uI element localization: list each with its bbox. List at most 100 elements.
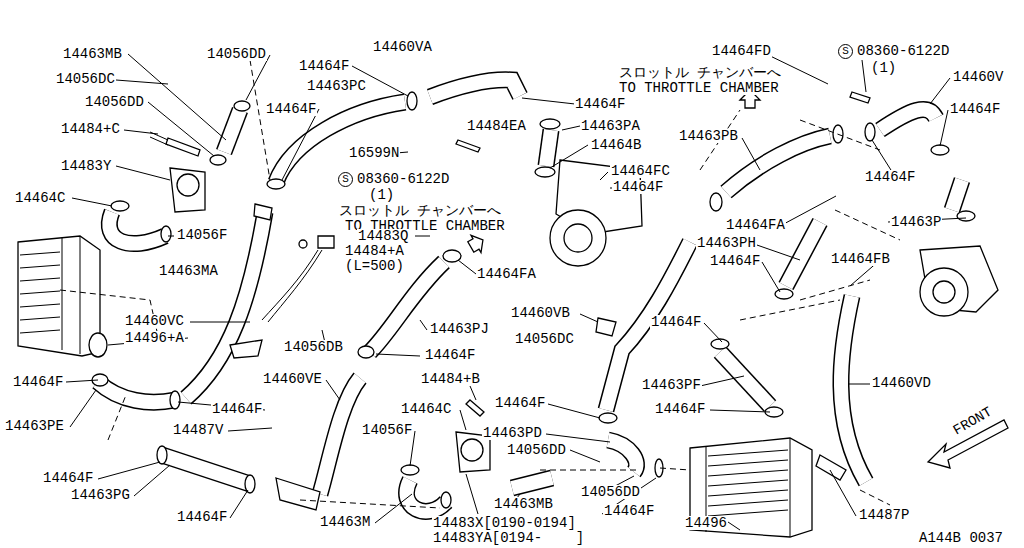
- callout-number: 14056F: [361, 423, 413, 437]
- leader-line: [460, 410, 466, 430]
- callout-number: 14483X[0190-0194]: [432, 516, 577, 530]
- leader-line: [546, 434, 610, 442]
- hose-clamp: [865, 123, 875, 141]
- callout-number: 14464F: [650, 315, 702, 329]
- callout-number: 14056DD: [206, 47, 267, 61]
- hose-body: [370, 262, 444, 352]
- callout-number: 14460VC: [124, 314, 185, 328]
- leader-line: [458, 260, 476, 274]
- hose-clamp: [599, 413, 617, 423]
- callout-number: 14463MA: [158, 264, 219, 278]
- leader-line: [228, 428, 272, 431]
- dashed-guide: [300, 500, 440, 508]
- callout-number: 14464FC: [610, 164, 671, 178]
- throttle-arrow: [466, 231, 488, 255]
- callout-number: 14464F: [864, 170, 916, 184]
- hose-clamp: [775, 289, 793, 299]
- dashed-guide: [800, 120, 880, 150]
- callout-number: 14464FA: [725, 218, 786, 232]
- leader-line: [376, 354, 420, 356]
- leader-line: [930, 78, 950, 104]
- callout-number: 14463PA: [580, 119, 641, 133]
- callout-number: 14464C: [400, 402, 452, 416]
- bracket: [230, 204, 846, 510]
- bypass-valve: [170, 168, 205, 212]
- hose-clamp: [234, 101, 250, 111]
- callout-number: 14464FA: [476, 267, 537, 281]
- hose-outline: [98, 80, 962, 512]
- bracket: [276, 478, 320, 510]
- dashed-guide: [60, 60, 900, 508]
- callout-number: 14460VE: [262, 372, 323, 386]
- hose-outline: [841, 296, 866, 482]
- callout-number: 14464FD: [711, 44, 772, 58]
- bypass-valve: [461, 439, 483, 461]
- intercooler: [20, 252, 60, 333]
- callout-number: 14484+C: [60, 122, 121, 136]
- leader-line: [522, 98, 575, 104]
- hose-clamp: [92, 92, 975, 508]
- hose-body: [109, 212, 165, 244]
- standard-part-mark: S: [338, 172, 353, 187]
- hose-outline: [786, 222, 820, 286]
- dashed-guide: [860, 490, 890, 505]
- hose-outline: [109, 212, 165, 244]
- callout-number: 14484+B: [420, 372, 481, 386]
- hose-clamp: [407, 92, 417, 110]
- dashed-guide: [660, 468, 690, 470]
- callout-number: 14483Y: [60, 159, 112, 173]
- turbocharger: [550, 210, 606, 266]
- hose-body: [320, 378, 360, 494]
- callout-number: 14464F: [12, 375, 64, 389]
- callout-number: 14463MB: [493, 497, 554, 511]
- leader-line: [375, 494, 412, 523]
- hose-outline: [98, 382, 175, 402]
- callout-number: 14496: [684, 516, 728, 530]
- leader-line: [98, 462, 160, 479]
- leader-line: [246, 55, 270, 100]
- callout-number: 14464F: [211, 402, 263, 416]
- hose-outline: [546, 130, 551, 166]
- leader-line: [700, 376, 744, 386]
- leader-line: [190, 322, 250, 323]
- hose-clamp: [710, 193, 722, 211]
- hose-clamp: [441, 492, 451, 508]
- callout-number: FRONT: [950, 404, 995, 438]
- dashed-guide: [250, 60, 270, 180]
- hose-outline: [608, 440, 636, 472]
- bypass-valve: [466, 400, 484, 416]
- hose-clamp: [170, 391, 180, 409]
- bypass-valve: [166, 138, 490, 472]
- hose-clamp: [540, 119, 560, 129]
- hose-outline: [880, 109, 936, 130]
- callout-number: 14464FB: [830, 252, 891, 266]
- callout-number: 14464F: [603, 504, 655, 518]
- vacuum-hose: [150, 132, 168, 145]
- leader-line: [704, 323, 722, 342]
- leader-line: [72, 198, 112, 206]
- callout-number: 14464F: [574, 97, 626, 111]
- leader-line: [848, 384, 870, 385]
- hose-outline: [726, 136, 830, 192]
- callout-number: 14483YA[0194- ]: [432, 531, 585, 545]
- hose-outline: [320, 378, 360, 494]
- callout-number: A144B 0037: [918, 531, 1004, 545]
- callout-number: 14464F: [709, 254, 761, 268]
- callout-number: 14464F: [42, 471, 94, 485]
- hose-clamp: [245, 475, 255, 493]
- leader-line: [470, 386, 476, 400]
- callout-number: 14464F: [612, 180, 664, 194]
- callout-number: 14463P: [890, 215, 942, 229]
- hose-outline: [430, 80, 520, 97]
- callout-number: 14463PJ: [429, 322, 490, 336]
- leader-line: [548, 404, 600, 418]
- callout-number: 14496+A: [124, 331, 185, 345]
- callout-number: 14463PF: [641, 378, 702, 392]
- leader-line: [562, 126, 580, 130]
- callout-number: (1): [870, 61, 897, 75]
- bracket: [596, 318, 616, 336]
- callout-number: 14487P: [858, 508, 910, 522]
- hose-outline: [224, 110, 240, 152]
- leader-line: [116, 80, 168, 84]
- hose-clamp: [111, 201, 129, 211]
